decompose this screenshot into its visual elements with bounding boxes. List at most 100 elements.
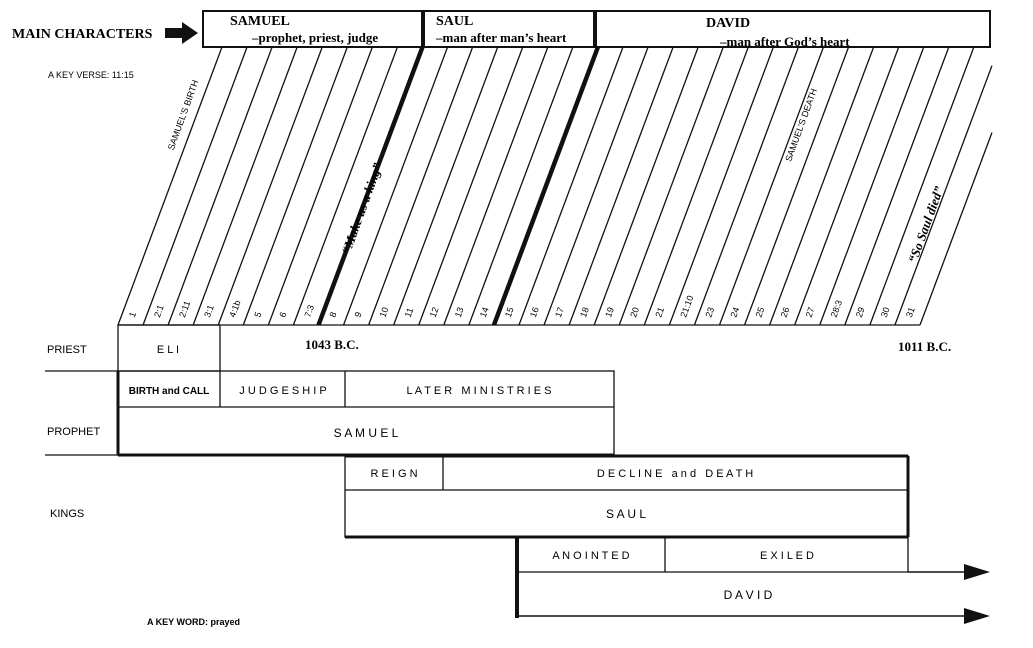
chapter-label: 6 [277,311,288,319]
character-desc-david: –man after God’s heart [719,34,850,49]
chapter-grid [117,46,993,326]
annotation-samuels-birth: SAMUEL’S BIRTH [166,79,201,152]
segment-judgeship: J U D G E S H I P [239,385,326,397]
division-line [316,46,425,326]
chapter-line [894,65,993,326]
character-desc-saul: –man after man’s heart [435,30,567,45]
segment-saul: S A U L [606,507,646,521]
right-arrow-icon [964,608,990,624]
chapter-label: 27 [804,306,817,319]
row-label-priest: PRIEST [47,344,87,356]
row-label-kings: KINGS [50,508,84,520]
chapter-label: 1 [127,311,138,319]
chapter-label: 21 [653,306,666,319]
chapter-line [919,132,993,326]
chapter-label: 10 [378,306,391,319]
chapter-line [668,46,774,326]
chapter-line [192,46,298,326]
row-label-prophet: PROPHET [47,426,100,438]
character-name-samuel: SAMUEL [230,14,290,29]
chapter-label: 20 [628,306,641,319]
chapter-label: 31 [904,306,917,319]
chapter-line [368,46,474,326]
segment-birth-call: BIRTH and CALL [129,386,210,397]
segment-exiled: E X I L E D [760,550,814,562]
chapter-label: 3:1 [202,304,216,319]
segment-eli-label: E L I [157,344,179,356]
annotation-samuels-death: SAMUEL’S DEATH [783,87,819,163]
chapter-label: 15 [503,306,516,319]
chapter-line [242,46,348,326]
chapter-line [342,46,449,326]
chapter-line [418,46,524,326]
segment-anointed: A N O I N T E D [552,550,629,562]
segment-later-ministries: L A T E R M I N I S T R I E S [407,385,552,397]
annotation-so-saul-died: “So Saul died” [905,184,947,265]
chapter-label: 2:1 [152,304,166,319]
chapter-line [693,46,800,326]
chapter-label: 24 [729,306,742,319]
chapter-line [794,46,900,326]
chapter-label: 16 [528,306,541,319]
chapter-label: 11 [403,306,416,318]
segment-reign: R E I G N [370,468,417,480]
chapter-line [869,46,975,326]
segment-david: D A V I D [724,588,773,602]
chapter-line [518,46,624,326]
chapter-label: 2:11 [177,299,192,318]
chapter-label: 12 [428,306,441,319]
chapter-line [769,46,875,326]
chapter-line [618,46,724,326]
chapter-line [844,46,950,326]
chapter-line [743,46,850,326]
chapter-label: 18 [578,306,591,319]
chapter-line [643,46,749,326]
character-name-saul: SAUL [436,14,473,29]
key-word: A KEY WORD: prayed [147,617,240,627]
main-characters-label: MAIN CHARACTERS [12,27,153,42]
segment-samuel: S A M U E L [334,426,399,440]
chapter-line [217,46,323,326]
right-arrow-icon [165,22,198,44]
chapter-label: 4:1b [227,299,242,319]
chapter-line [568,46,674,326]
right-arrow-icon [964,564,990,580]
chapter-line [819,46,925,326]
chapter-label: 9 [353,311,364,319]
chapter-line [443,46,549,326]
chapter-line [543,46,649,326]
chapter-label: 26 [779,306,792,319]
chapter-label: 13 [453,306,466,319]
chapter-label: 21:10 [678,294,695,319]
date-start: 1043 B.C. [305,337,359,352]
chapter-line [292,46,399,326]
character-name-david: DAVID [706,16,750,31]
annotation-make-us-a-king: “Make us a king” [338,160,385,256]
chapter-label: 30 [879,306,892,319]
chapter-label: 19 [603,306,616,319]
chapter-label: 5 [252,311,263,319]
chapter-line [718,46,825,326]
division-line [491,46,601,326]
chapter-label: 7:3 [302,304,316,319]
samuel-bar [117,370,615,456]
chapter-line [468,46,574,326]
chapter-line [267,46,373,326]
chapter-label: 29 [854,306,867,319]
chapter-label: 23 [703,306,716,319]
chapter-label: 17 [553,306,566,319]
chapter-line [593,46,699,326]
chapter-line [167,46,273,326]
chapter-grid-left-edge [117,46,223,326]
chapter-line [142,46,248,326]
key-verse: A KEY VERSE: 11:15 [48,70,134,80]
date-end: 1011 B.C. [898,339,951,354]
chapter-label: 14 [478,306,491,319]
segment-decline-death: D E C L I N E a n d D E A T H [597,468,753,480]
chapter-label: 25 [754,306,767,319]
character-desc-samuel: –prophet, priest, judge [251,30,378,45]
chapter-line [393,46,499,326]
chapter-label: 28:3 [829,299,844,319]
